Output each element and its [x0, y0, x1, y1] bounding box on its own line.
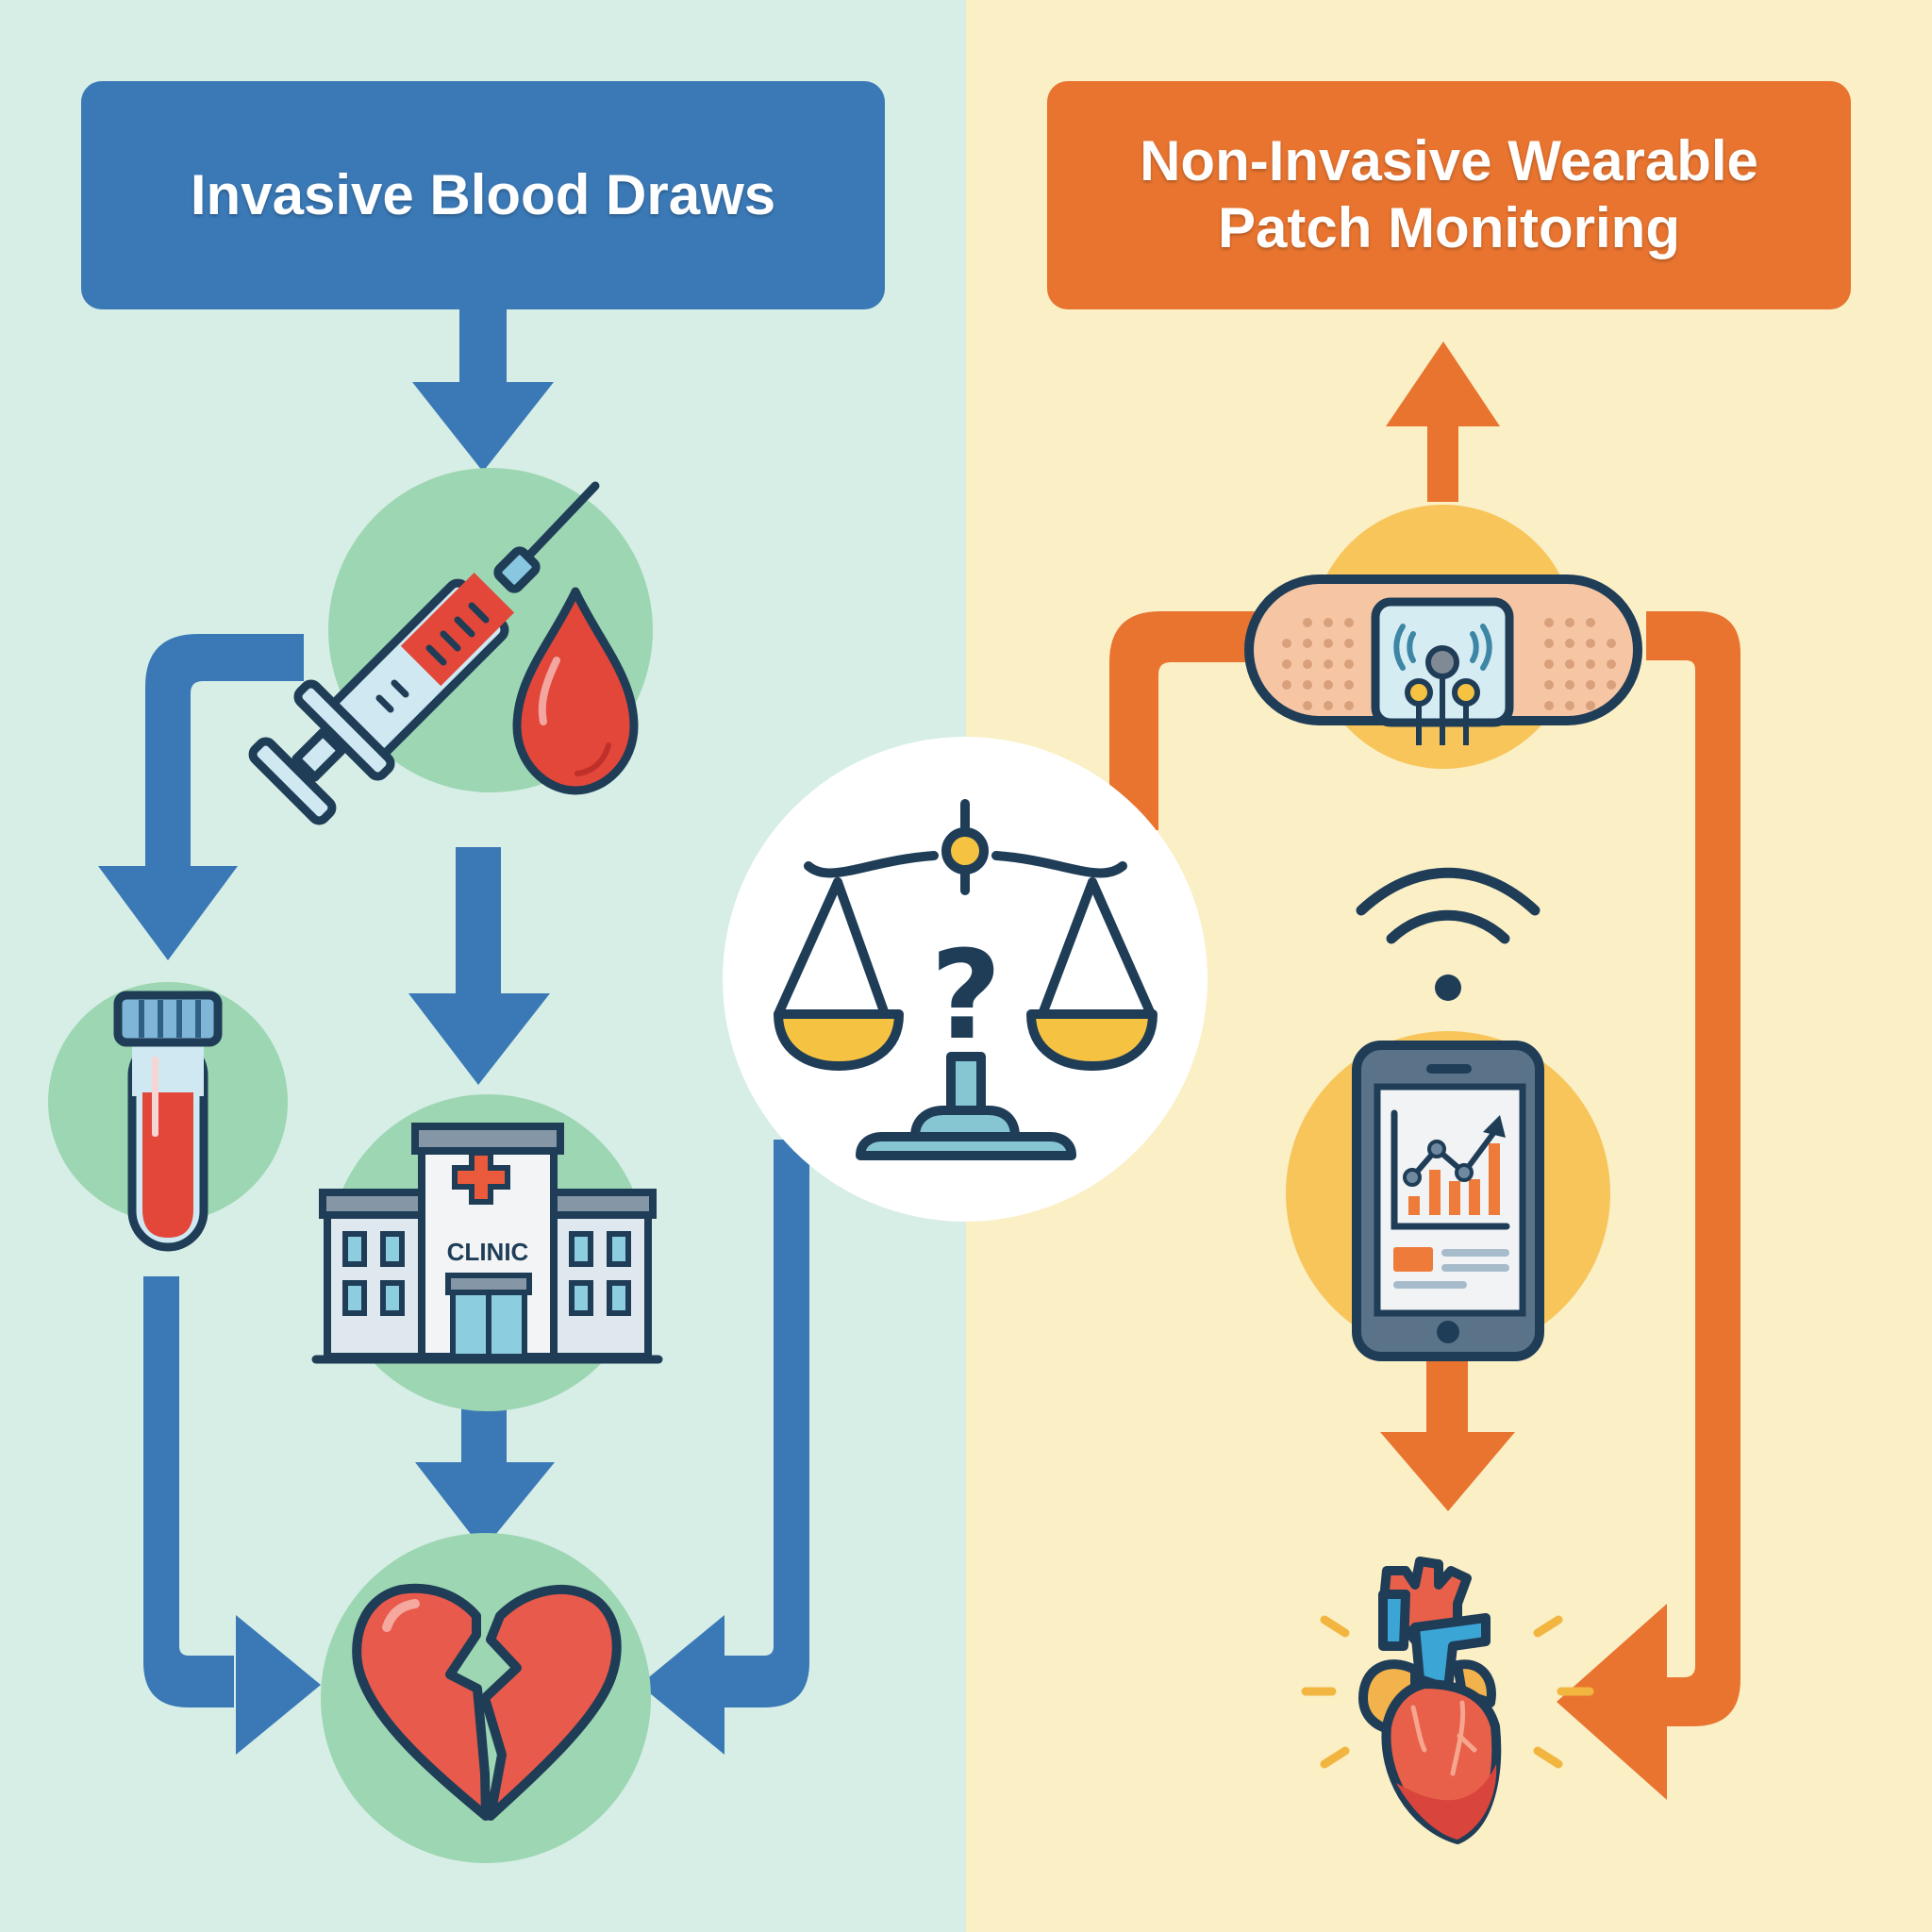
invasive-title: Invasive Blood Draws: [190, 162, 776, 226]
syringe-icon: [248, 481, 600, 825]
wifi-signal-icon: [1356, 867, 1541, 1001]
broken-heart-icon: [352, 1583, 622, 1821]
node-wearable-patch: [1244, 505, 1642, 769]
question-mark: ?: [930, 924, 1001, 1067]
invasive-title-box: Invasive Blood Draws: [81, 81, 885, 309]
blood-drop-icon: [512, 587, 639, 795]
arrow-down-title-to-syringe: [412, 309, 554, 472]
balance-scale-question-icon: [774, 799, 1158, 1160]
arrow-down-clinic-to-heart: [415, 1391, 555, 1550]
blood-test-tube-icon: [113, 991, 223, 1252]
noninvasive-title-line1: Non-Invasive Wearable: [1140, 129, 1758, 193]
node-healthy-heart: [1301, 1557, 1594, 1844]
center-circle: [723, 737, 1208, 1222]
left-flow-arrows: [98, 309, 809, 1755]
arrow-elbow-patch-to-heart: [1557, 611, 1740, 1800]
arrow-down-syringe-to-clinic: [408, 847, 550, 1085]
heart-vessels: [1410, 1700, 1477, 1776]
arrow-elbow-syringe-to-tube: [98, 634, 304, 960]
noninvasive-title-line2: Patch Monitoring: [1218, 196, 1680, 259]
node-smartphone: [1286, 1031, 1610, 1361]
clinic-building-icon: [311, 1123, 663, 1364]
arrow-elbow-connector-to-heart: [640, 1140, 809, 1755]
noninvasive-title-box: Non-Invasive Wearable Patch Monitoring: [1047, 81, 1851, 309]
node-broken-heart: [321, 1533, 651, 1863]
arrow-down-phone-to-heart: [1380, 1360, 1515, 1511]
smartphone-chart-icon: [1352, 1041, 1544, 1361]
clinic-windows: [342, 1231, 631, 1316]
heart-glow-rays: [1301, 1615, 1594, 1769]
wearable-sensor-patch-icon: [1244, 575, 1642, 745]
node-syringe-blood: [248, 468, 653, 825]
clinic-label: CLINIC: [447, 1238, 529, 1266]
patch-signal-waves: [1393, 624, 1492, 671]
phone-bar-chart: [1408, 1143, 1500, 1215]
node-balance-scale: ?: [723, 737, 1208, 1222]
connector-left-patch: [1109, 611, 1255, 830]
arrow-up-patch-to-title: [1386, 341, 1500, 502]
patch-perforations: [1282, 618, 1616, 710]
node-clinic: CLINIC: [311, 1094, 663, 1411]
arrow-elbow-tube-to-heart: [143, 1276, 321, 1755]
patch-circuit: [1405, 645, 1480, 745]
node-test-tube: [48, 982, 288, 1252]
right-flow-arrows: [1109, 341, 1740, 1800]
anatomical-heart-icon: [1358, 1557, 1502, 1844]
